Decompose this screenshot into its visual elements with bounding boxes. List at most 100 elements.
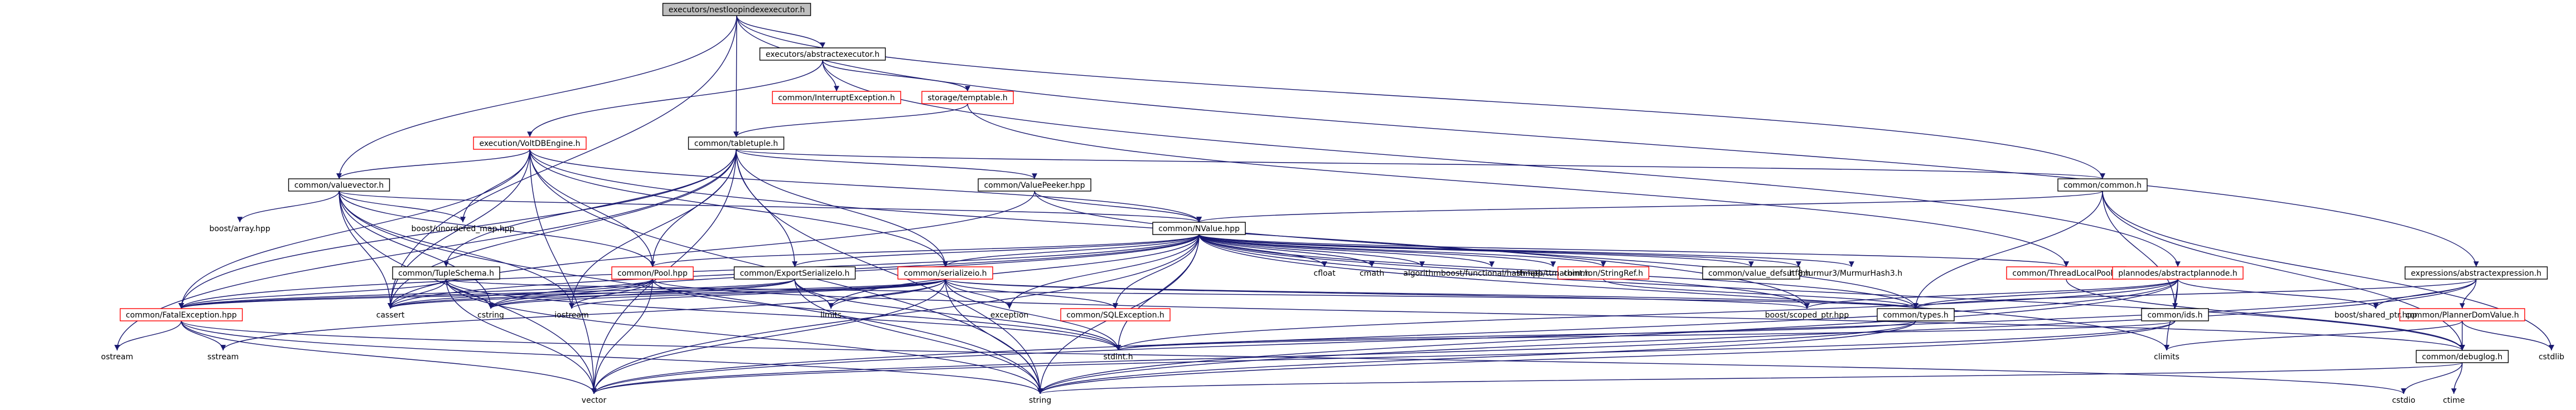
node-exportser[interactable]: common/ExportSerializeIo.h — [733, 266, 856, 280]
node-boostumap: boost/unordered_map.hpp — [412, 224, 515, 233]
edge-threadlocal-to-debuglog — [2066, 279, 2465, 351]
edge-valuepeeker-to-nvalue — [1034, 191, 1202, 223]
edge-ids-to-string — [1037, 320, 2176, 394]
node-fatal[interactable]: common/FatalException.hpp — [119, 308, 243, 321]
node-label: string — [1029, 396, 1051, 405]
node-voltdb[interactable]: execution/VoltDBEngine.h — [473, 136, 587, 150]
edge-root-to-valuevector — [336, 15, 737, 179]
node-ids[interactable]: common/ids.h — [2141, 308, 2209, 321]
node-valuevector[interactable]: common/valuevector.h — [288, 178, 390, 192]
edge-absexpr-to-sharedptr — [2373, 279, 2477, 309]
node-label: common/FatalException.hpp — [126, 311, 237, 320]
node-root[interactable]: executors/nestloopindexexecutor.h — [662, 3, 811, 16]
edge-fatal-to-cstdio — [181, 320, 2406, 394]
edge-valuevector-to-boostumap — [339, 191, 466, 223]
node-label: executors/abstractexecutor.h — [766, 50, 879, 59]
edge-serializeio-to-exception — [945, 279, 1012, 309]
edge-voltdb-to-valuevector — [336, 149, 530, 179]
edge-serializeio-to-iostream — [569, 279, 946, 309]
edge-valuevector-to-string — [339, 191, 1043, 394]
edge-debuglog-to-string — [1038, 362, 2463, 394]
edge-tabletuple-to-string — [736, 149, 1043, 394]
edge-ids-to-stdint — [1115, 320, 2176, 351]
node-tupleschema[interactable]: common/TupleSchema.h — [392, 266, 500, 280]
edge-exportser-to-string — [794, 279, 1043, 394]
edge-planner-to-stdint — [1115, 279, 2178, 351]
edge-ids-to-vector — [591, 320, 2176, 394]
edge-serializeio-to-sqlexc — [945, 279, 1118, 309]
node-label: ostream — [101, 353, 133, 362]
node-label: boost/unordered_map.hpp — [412, 224, 515, 233]
node-stdint: stdint.h — [1103, 353, 1133, 362]
edge-debuglog-to-ctime — [2451, 362, 2463, 394]
node-debuglog[interactable]: common/debuglog.h — [2415, 350, 2509, 363]
edge-serializeio-to-cstring — [488, 279, 946, 309]
node-label: cstdlib — [2539, 353, 2564, 362]
node-pool[interactable]: common/Pool.hpp — [611, 266, 694, 280]
node-serializeio[interactable]: common/serializeio.h — [897, 266, 993, 280]
node-planner[interactable]: plannodes/abstractplannode.h — [2112, 266, 2244, 280]
edge-absexpr-to-vector — [591, 279, 2477, 394]
edge-tabletuple-to-iostream — [569, 149, 737, 309]
edge-voltdb-to-serializeio — [529, 149, 948, 267]
node-box — [978, 178, 1091, 192]
node-box — [897, 266, 993, 280]
edge-nvalue-to-threadlocal — [1198, 234, 2069, 267]
node-cstdio: cstdio — [2392, 396, 2415, 405]
node-sqlexc[interactable]: common/SQLException.h — [1060, 308, 1171, 321]
edge-temptable-to-tabletuple — [733, 103, 968, 138]
edge-fatal-to-ostream — [114, 320, 182, 351]
edge-pool-to-iostream — [569, 279, 653, 309]
node-limits: limits — [820, 311, 842, 320]
edge-exportser-to-cassert — [388, 279, 795, 309]
node-box — [2057, 178, 2148, 192]
node-string: string — [1029, 396, 1051, 405]
node-temptable[interactable]: storage/temptable.h — [921, 91, 1014, 104]
edge-valuevector-to-nvalue — [339, 191, 1202, 223]
edge-plannerdom-to-cstdlib — [2462, 320, 2554, 351]
edge-serializeio-to-sstream — [220, 279, 946, 351]
edge-types-to-string — [1037, 320, 1916, 394]
edge-absexec-to-voltdb — [527, 60, 823, 138]
node-stringref[interactable]: common/StringRef.h — [1557, 266, 1650, 280]
edge-root-to-tabletuple — [733, 15, 739, 138]
node-box — [662, 3, 811, 16]
edge-serializeio-to-cassert — [388, 279, 946, 309]
node-threadlocal[interactable]: common/ThreadLocalPool.h — [2006, 266, 2126, 280]
node-valuepeeker[interactable]: common/ValuePeeker.hpp — [978, 178, 1091, 192]
node-types[interactable]: common/types.h — [1877, 308, 1955, 321]
node-ctime: ctime — [2443, 396, 2464, 405]
node-label: cfloat — [1313, 269, 1336, 278]
edge-planner-to-scopedptr — [1804, 279, 2178, 309]
node-valuedefs[interactable]: common/value_defs.h — [1702, 266, 1800, 280]
node-absexec[interactable]: executors/abstractexecutor.h — [759, 47, 886, 61]
edge-common-to-types — [1913, 191, 2103, 309]
node-utf8: utf8.h — [1787, 269, 1810, 278]
node-label: stdint.h — [1103, 353, 1133, 362]
node-plannerdom[interactable]: common/PlannerDomValue.h — [2399, 308, 2525, 321]
edge-valuevector-to-boostarray — [237, 191, 340, 223]
edge-root-to-absexpr — [736, 15, 2479, 267]
edge-planner-to-vector — [591, 279, 2178, 394]
node-nvalue[interactable]: common/NValue.hpp — [1152, 222, 1246, 235]
node-label: common/ValuePeeker.hpp — [984, 181, 1085, 190]
edge-tupleschema-to-stdint — [446, 279, 1121, 351]
edge-common-to-nvalue — [1196, 191, 2103, 223]
node-tabletuple[interactable]: common/tabletuple.h — [688, 136, 785, 150]
edge-planner-to-sharedptr — [2177, 279, 2379, 309]
edge-tabletuple-to-fatal — [178, 149, 737, 309]
node-label: common/Pool.hpp — [617, 269, 688, 278]
node-absexpr[interactable]: expressions/abstractexpression.h — [2404, 266, 2548, 280]
edge-absexec-to-interrupt — [822, 60, 839, 92]
node-common[interactable]: common/common.h — [2057, 178, 2148, 192]
node-label: common/valuevector.h — [294, 181, 384, 190]
node-label: common/NValue.hpp — [1158, 224, 1240, 233]
node-interrupt[interactable]: common/InterruptException.h — [772, 91, 901, 104]
node-label: common/ids.h — [2147, 311, 2202, 320]
node-box — [1557, 266, 1650, 280]
edge-absexpr-to-types — [1913, 279, 2477, 309]
node-vector: vector — [582, 396, 607, 405]
node-iostream: iostream — [554, 311, 589, 320]
edge-nvalue-to-cmath — [1198, 234, 1375, 267]
node-label: plannodes/abstractplannode.h — [2118, 269, 2237, 278]
